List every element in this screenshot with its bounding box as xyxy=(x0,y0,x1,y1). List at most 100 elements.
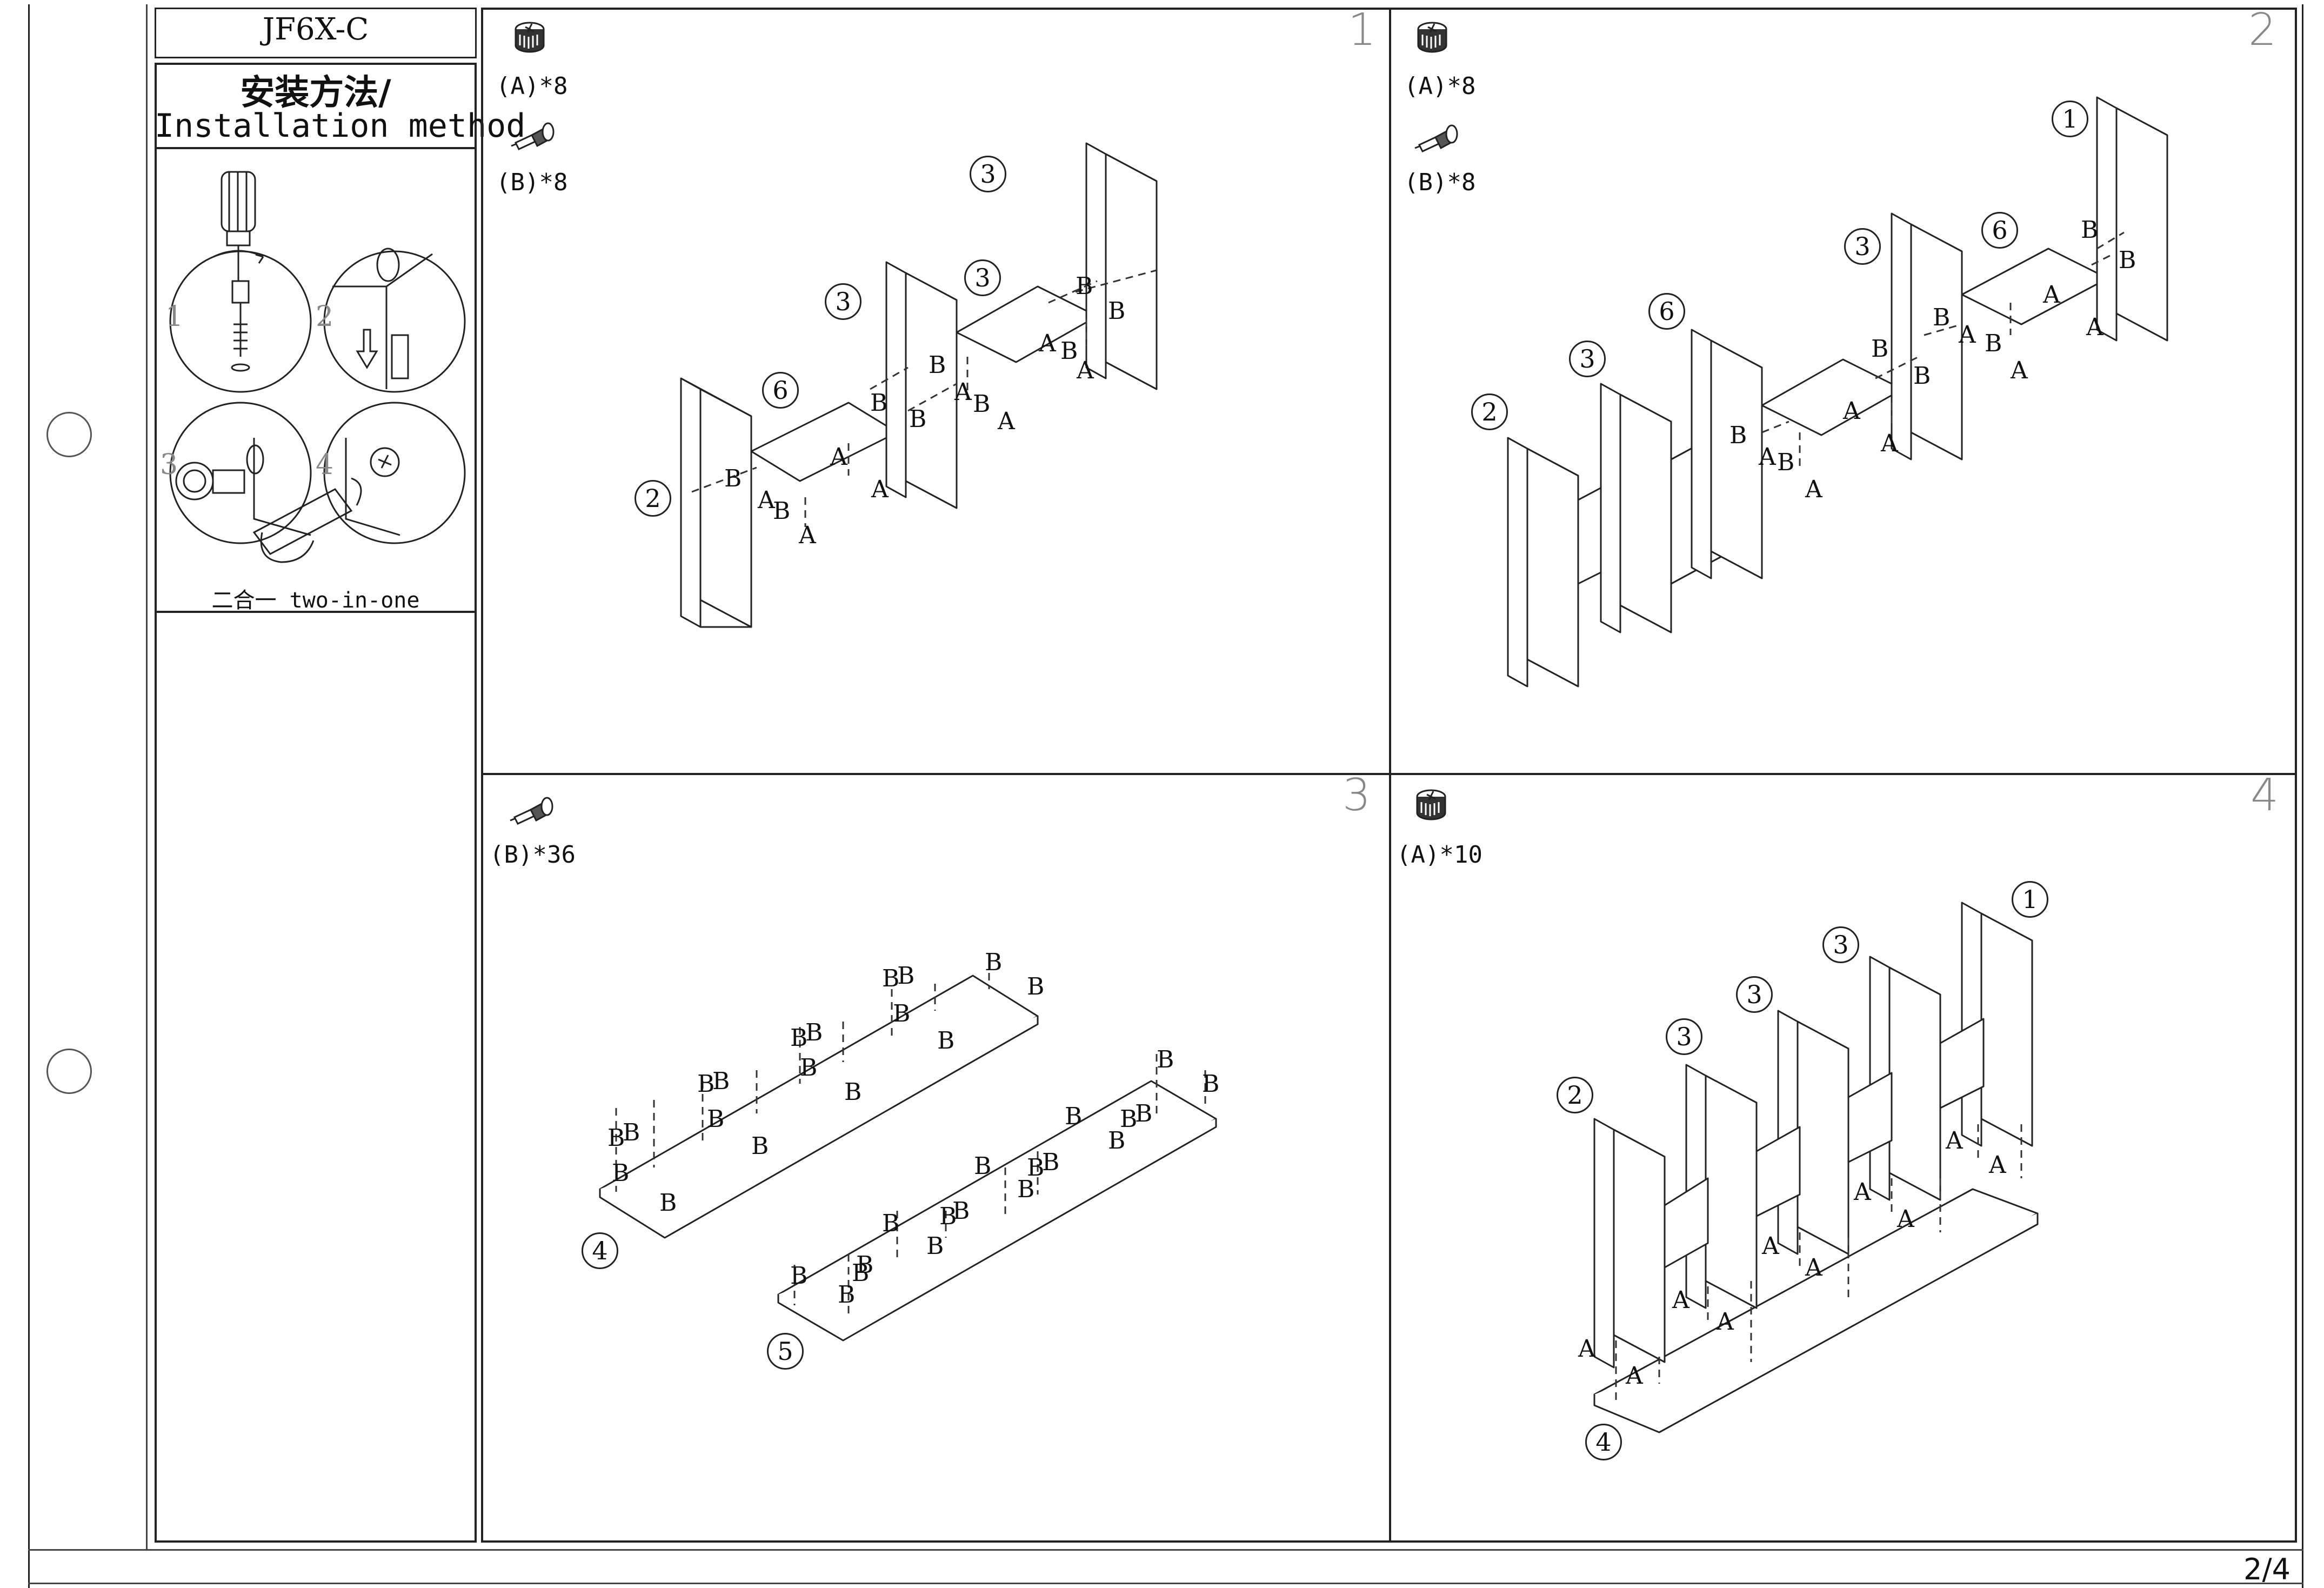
method-substep-2: 2 xyxy=(316,301,334,333)
bolt-marker-b: B xyxy=(612,1159,630,1187)
cam-marker-a: A xyxy=(1762,1232,1779,1260)
bolt-marker-b: B xyxy=(1120,1105,1138,1133)
part-number-badge: 4 xyxy=(1585,1424,1622,1460)
cam-marker-a: A xyxy=(1805,476,1822,503)
part-number-badge: 6 xyxy=(1981,212,2018,249)
bolt-marker-b: B xyxy=(926,1232,944,1260)
method-panel xyxy=(155,63,477,1543)
bolt-marker-b: B xyxy=(1042,1149,1060,1176)
bolt-marker-b: B xyxy=(707,1105,725,1133)
bolt-marker-b: B xyxy=(1933,304,1951,331)
step-number: 3 xyxy=(1343,770,1371,821)
model-number: JF6X-C xyxy=(262,12,369,47)
bolt-marker-b: B xyxy=(1913,362,1931,390)
bolt-marker-b: B xyxy=(893,1000,911,1027)
bolt-marker-b: B xyxy=(844,1078,862,1106)
cam-marker-a: A xyxy=(1881,430,1898,457)
part-number-badge: 3 xyxy=(1822,926,1859,963)
bolt-marker-b: B xyxy=(1777,449,1795,476)
bolt-marker-b: B xyxy=(882,965,900,992)
cam-marker-a: A xyxy=(2043,281,2060,309)
cam-marker-a: A xyxy=(954,378,972,406)
method-substep-4: 4 xyxy=(316,449,334,481)
part-number-badge: 2 xyxy=(1557,1077,1593,1113)
bolt-marker-b: B xyxy=(929,351,946,379)
bolt-marker-b: B xyxy=(870,389,888,417)
cam-marker-a: A xyxy=(830,443,847,471)
method-caption: 二合一 two-in-one xyxy=(211,588,420,613)
part-number-badge: 3 xyxy=(1666,1018,1702,1055)
hardware-label: (B)*36 xyxy=(490,841,576,869)
cam-marker-a: A xyxy=(1989,1151,2006,1179)
binding-hole xyxy=(46,1049,92,1094)
part-number-badge: 5 xyxy=(767,1333,804,1370)
bolt-marker-b: B xyxy=(659,1189,677,1217)
cam-marker-a: A xyxy=(998,408,1015,435)
part-number-badge: 2 xyxy=(635,480,671,517)
hardware-label: (B)*8 xyxy=(496,169,568,196)
bolt-marker-b: B xyxy=(939,1203,957,1230)
hardware-label: (A)*10 xyxy=(1397,841,1482,869)
cam-marker-a: A xyxy=(1843,397,1860,425)
bolt-marker-b: B xyxy=(973,390,991,418)
bolt-marker-b: B xyxy=(952,1197,970,1225)
bolt-marker-b: B xyxy=(1017,1176,1035,1203)
page-frame xyxy=(28,4,2303,1588)
cam-marker-a: A xyxy=(1897,1205,1914,1233)
hardware-label: (A)*8 xyxy=(1404,72,1476,100)
bolt-marker-b: B xyxy=(897,962,915,990)
cam-marker-a: A xyxy=(758,486,775,514)
hardware-label: (B)*8 xyxy=(1404,169,1476,196)
part-number-badge: 3 xyxy=(970,156,1006,192)
model-box xyxy=(155,8,477,58)
left-binding-line xyxy=(146,4,148,1549)
bolt-marker-b: B xyxy=(623,1119,640,1146)
method-illustration-divider xyxy=(155,611,477,613)
cam-marker-a: A xyxy=(1578,1335,1595,1363)
bolt-marker-b: B xyxy=(1202,1070,1220,1098)
cam-marker-a: A xyxy=(1626,1362,1643,1390)
cam-marker-a: A xyxy=(1854,1178,1871,1206)
binding-hole xyxy=(46,412,92,457)
step-number: 2 xyxy=(2248,4,2277,56)
bolt-marker-b: B xyxy=(697,1070,715,1098)
hardware-label: (A)*8 xyxy=(496,72,568,100)
bolt-marker-b: B xyxy=(852,1259,870,1287)
bolt-marker-b: B xyxy=(773,497,791,525)
bolt-marker-b: B xyxy=(1871,335,1889,363)
step-number: 1 xyxy=(1348,4,1377,56)
cam-marker-a: A xyxy=(2011,357,2028,384)
part-number-badge: 6 xyxy=(1648,293,1685,330)
bolt-marker-b: B xyxy=(882,1210,900,1237)
part-number-badge: 3 xyxy=(825,283,862,320)
bolt-marker-b: B xyxy=(790,1262,808,1290)
part-number-badge: 1 xyxy=(2012,881,2048,918)
cam-marker-a: A xyxy=(1672,1286,1689,1314)
bolt-marker-b: B xyxy=(1027,973,1045,1000)
bolt-marker-b: B xyxy=(856,1251,874,1279)
cam-marker-a: A xyxy=(799,522,816,549)
bolt-marker-b: B xyxy=(790,1024,808,1052)
method-title-en: Installation method xyxy=(155,107,526,145)
bolt-marker-b: B xyxy=(607,1124,625,1152)
bolt-marker-b: B xyxy=(800,1054,818,1082)
bolt-marker-b: B xyxy=(2081,216,2099,244)
bolt-marker-b: B xyxy=(985,949,1003,976)
cam-marker-a: A xyxy=(1717,1308,1734,1336)
cam-marker-a: A xyxy=(1959,321,1976,349)
part-number-badge: 2 xyxy=(1471,393,1508,430)
bolt-marker-b: B xyxy=(1135,1100,1153,1127)
grid-vertical-divider xyxy=(1389,8,1391,1543)
cam-marker-a: A xyxy=(1946,1127,1963,1155)
step-number: 4 xyxy=(2250,770,2279,821)
bolt-marker-b: B xyxy=(1108,1127,1126,1155)
bolt-marker-b: B xyxy=(724,465,742,492)
bolt-marker-b: B xyxy=(1729,422,1747,449)
bolt-marker-b: B xyxy=(712,1067,730,1095)
part-number-badge: 1 xyxy=(2052,101,2088,137)
method-title-cn: 安装方法/ xyxy=(240,72,391,113)
bolt-marker-b: B xyxy=(2119,246,2136,274)
cam-marker-a: A xyxy=(1077,357,1094,384)
part-number-badge: 3 xyxy=(1844,228,1881,265)
cam-marker-a: A xyxy=(871,476,889,503)
